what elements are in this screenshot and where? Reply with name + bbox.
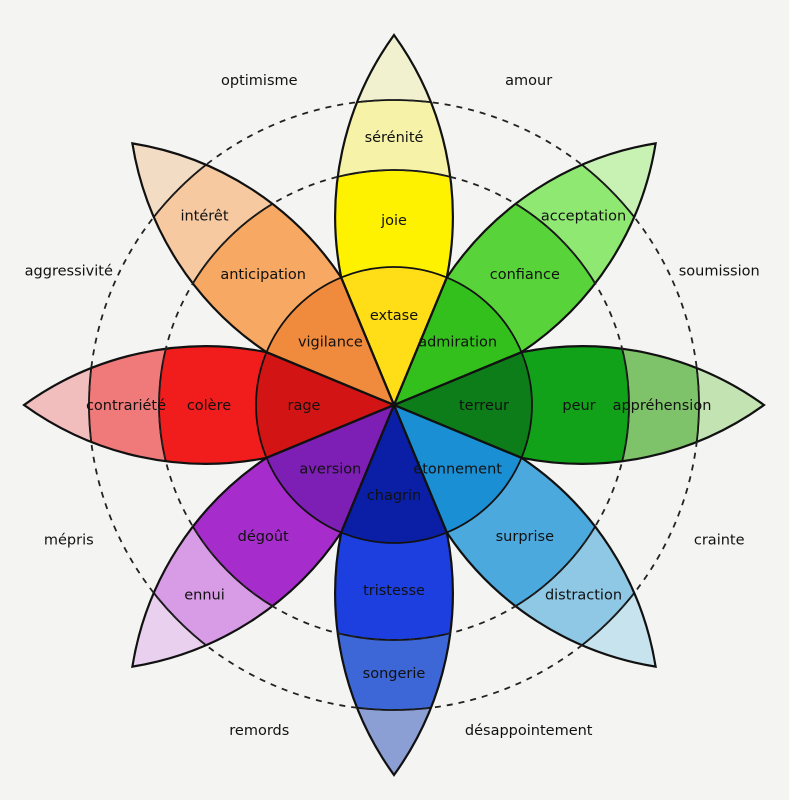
emotion-label-intense: aversion [299, 462, 361, 478]
emotion-label-basic: confiance [490, 267, 560, 283]
petal-intense-band [256, 405, 394, 543]
petal-outline [391, 142, 657, 408]
petal-outline [391, 402, 657, 668]
emotion-label-mild: sérénité [365, 130, 424, 146]
petals-layer [24, 35, 764, 775]
emotion-label-intense: admiration [418, 334, 497, 350]
petal-outline [131, 142, 397, 408]
emotion-label-mild: appréhension [613, 398, 712, 414]
emotion-label-basic: surprise [496, 529, 554, 545]
confiance-petal [394, 143, 656, 405]
petal-outline [131, 402, 397, 668]
emotion-label-mild: contrariété [86, 398, 166, 414]
surprise-petal [394, 405, 656, 667]
emotion-label-basic: dégoût [238, 529, 289, 545]
emotion-label-basic: anticipation [220, 267, 306, 283]
anticipation-petal [132, 143, 394, 405]
emotion-labels-layer: extase joie sérénité admiration confiance acc… [86, 130, 711, 682]
emotion-label-intense: vigilance [298, 334, 363, 350]
tristesse-petal [335, 405, 453, 775]
emotion-label-mild: intérêt [180, 208, 228, 224]
dyad-label: crainte [694, 533, 745, 549]
emotion-label-intense: chagrin [367, 488, 421, 504]
dyad-circle-inner [158, 169, 630, 641]
emotion-label-intense: étonnement [413, 462, 502, 478]
outline-layer [22, 33, 766, 777]
petal-intense-band [394, 267, 532, 405]
petal-basic-band [159, 405, 394, 640]
degout-petal [132, 405, 394, 667]
emotion-label-basic: tristesse [363, 583, 425, 599]
emotion-label-mild: ennui [184, 588, 225, 604]
emotion-label-mild: acceptation [541, 208, 626, 224]
petal-basic-band [394, 170, 629, 405]
dyad-circle-outer [88, 99, 700, 711]
dyad-label: aggressivité [25, 263, 113, 279]
petal-intense-band [256, 267, 394, 405]
petal-basic-band [394, 405, 629, 640]
petal-outline [334, 33, 454, 408]
dyad-label: remords [229, 723, 289, 739]
emotion-label-basic: peur [562, 398, 595, 414]
petal-outline [334, 402, 454, 777]
emotion-label-mild: distraction [545, 588, 622, 604]
dyad-label: optimisme [221, 73, 298, 89]
petal-outline [22, 345, 397, 465]
emotion-label-basic: joie [380, 213, 407, 229]
dyad-label: désappointement [465, 723, 593, 739]
petal-outline [391, 345, 766, 465]
emotion-label-intense: terreur [459, 398, 509, 414]
emotion-label-mild: songerie [363, 666, 426, 682]
emotion-label-intense: rage [288, 398, 321, 414]
petal-intense-band [394, 405, 532, 543]
dyad-labels-layer: amour soumission crainte désappointement rem… [25, 73, 760, 739]
petal-basic-band [159, 170, 394, 405]
dyad-label: soumission [679, 263, 760, 279]
dyad-label: mépris [44, 533, 94, 549]
emotion-label-intense: extase [370, 308, 418, 324]
emotion-label-basic: colère [187, 398, 231, 414]
dyad-label: amour [505, 73, 552, 89]
